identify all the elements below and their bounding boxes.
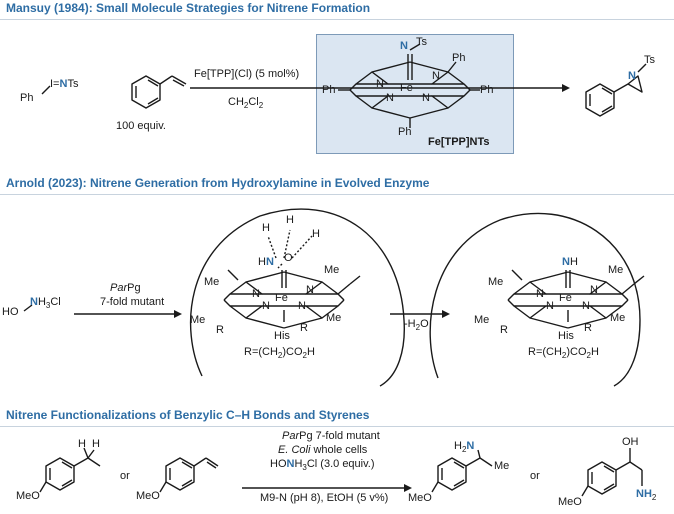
styrene-structure xyxy=(131,75,187,109)
complex-fe: Fe xyxy=(400,82,413,94)
heme2-me-1: Me xyxy=(488,276,504,288)
heme1-r-definition: R=(CH2)CO2H xyxy=(244,346,315,361)
heme1-r-2: R xyxy=(300,322,308,334)
heme2-n-2: N xyxy=(590,284,598,296)
heme2-n-3: N xyxy=(546,300,554,312)
heme1-r-1: R xyxy=(216,324,224,336)
heme2-n-4: N xyxy=(582,300,590,312)
heme2-me-4: Me xyxy=(610,312,626,324)
aziridine-n: N xyxy=(628,70,636,82)
complex-n-right: N xyxy=(432,70,440,82)
enzyme-pocket-2 xyxy=(429,212,641,387)
substrate1-meo: MeO xyxy=(16,490,40,502)
water-h-1: H xyxy=(262,222,270,234)
heme2-me-2: Me xyxy=(608,264,624,276)
or-text-2: or xyxy=(530,470,540,482)
enzyme-pocket-1 xyxy=(189,208,405,387)
enzyme-mutant: 7-fold mutant xyxy=(100,296,165,308)
complex-nitrene-n: N xyxy=(400,40,408,52)
product2-meo: MeO xyxy=(558,496,582,508)
condition-line-1: ParPg 7-fold mutant xyxy=(282,430,380,442)
section-title-functionalizations: Nitrene Functionalizations of Benzylic C… xyxy=(6,408,370,422)
hydrogen-bonds xyxy=(267,229,313,269)
heme1-me-1: Me xyxy=(204,276,220,288)
complex-ph-bottom: Ph xyxy=(398,126,412,138)
arrow-head-4 xyxy=(404,484,412,492)
product2-oh: OH xyxy=(622,436,639,448)
section-title-arnold: Arnold (2023): Nitrene Generation from H… xyxy=(6,176,430,190)
styrene-equivalents: 100 equiv. xyxy=(116,120,166,132)
product1-me: Me xyxy=(494,460,510,472)
heme1-his: His xyxy=(274,330,290,342)
water-elimination: -H2O xyxy=(404,318,429,333)
complex-name-label: Fe[TPP]NTs xyxy=(428,136,490,148)
heme-structure-1 xyxy=(223,269,361,329)
complex-ph-right: Ph xyxy=(480,84,494,96)
condition-line-2: E. Coli whole cells xyxy=(278,444,368,456)
aziridine-ts: Ts xyxy=(644,54,655,66)
water-h-2: H xyxy=(286,214,294,226)
condition-line-4: M9-N (pH 8), EtOH (5 v%) xyxy=(260,492,389,504)
amino-alcohol-product-structure xyxy=(581,448,643,497)
complex-n-left: N xyxy=(376,78,384,90)
substrate2-meo: MeO xyxy=(136,490,160,502)
heme1-fe: Fe xyxy=(275,292,288,304)
heme1-n-2: N xyxy=(306,284,314,296)
section-title-mansuy: Mansuy (1984): Small Molecule Strategies… xyxy=(6,1,371,15)
section-divider xyxy=(0,19,674,20)
arrow-head-3 xyxy=(442,310,450,318)
complex-ph-left: Ph xyxy=(322,84,336,96)
heme2-r-definition: R=(CH2)CO2H xyxy=(528,346,599,361)
hydroxylamine-nh3cl: NH3Cl xyxy=(30,296,61,311)
heme1-me-4: Me xyxy=(326,312,342,324)
heme1-me-2: Me xyxy=(324,264,340,276)
ethylarene-structure xyxy=(39,447,101,493)
arrow-head-2 xyxy=(174,310,182,318)
iminoiodinane-label: Ph xyxy=(20,92,34,104)
heme-structure-2 xyxy=(507,269,645,329)
heme2-nh: NH xyxy=(562,256,578,268)
heme2-r-1: R xyxy=(500,324,508,336)
heme1-n-4: N xyxy=(298,300,306,312)
complex-ph-top: Ph xyxy=(452,52,466,64)
heme2-r-2: R xyxy=(584,322,592,334)
complex-ts: Ts xyxy=(416,36,427,48)
heme1-n-3: N xyxy=(262,300,270,312)
methoxystyrene-structure xyxy=(159,457,219,493)
heme2-his: His xyxy=(558,330,574,342)
fe-tpp-nts-highlight-box xyxy=(316,34,514,154)
iminoiodinane-core: I=NTs xyxy=(50,78,79,90)
ph-i-bond xyxy=(41,85,51,95)
hydroxylamine-reagent: HO xyxy=(2,306,19,318)
or-text-1: or xyxy=(120,470,130,482)
complex-n-bottom-left: N xyxy=(386,92,394,104)
benzylic-amine-product-structure xyxy=(431,449,493,493)
substrate1-h-1: H xyxy=(78,438,86,450)
condition-line-3: HONH3Cl (3.0 equiv.) xyxy=(270,458,375,473)
heme1-hn: HN xyxy=(258,256,274,268)
heme1-n-1: N xyxy=(252,288,260,300)
heme2-fe: Fe xyxy=(559,292,572,304)
product2-nh2: NH2 xyxy=(636,488,657,503)
product1-meo: MeO xyxy=(408,492,432,504)
heme2-me-3: Me xyxy=(474,314,490,326)
fe-tpp-nts-structure xyxy=(338,43,480,128)
ho-n-bond xyxy=(23,304,33,312)
aziridine-product-structure xyxy=(585,63,647,117)
substrate1-h-2: H xyxy=(92,438,100,450)
section-divider xyxy=(0,194,674,195)
complex-n-bottom-right: N xyxy=(422,92,430,104)
section-divider xyxy=(0,426,674,427)
solvent-condition: CH2Cl2 xyxy=(228,96,264,111)
enzyme-name: ParPg xyxy=(110,282,141,294)
heme1-me-3: Me xyxy=(190,314,206,326)
product1-amine: H2N xyxy=(454,440,475,455)
arrow-head-1 xyxy=(562,84,570,92)
catalyst-condition: Fe[TPP](Cl) (5 mol%) xyxy=(194,68,300,80)
heme2-n-1: N xyxy=(536,288,544,300)
water-h-3: H xyxy=(312,228,320,240)
water-o: O xyxy=(284,252,293,264)
